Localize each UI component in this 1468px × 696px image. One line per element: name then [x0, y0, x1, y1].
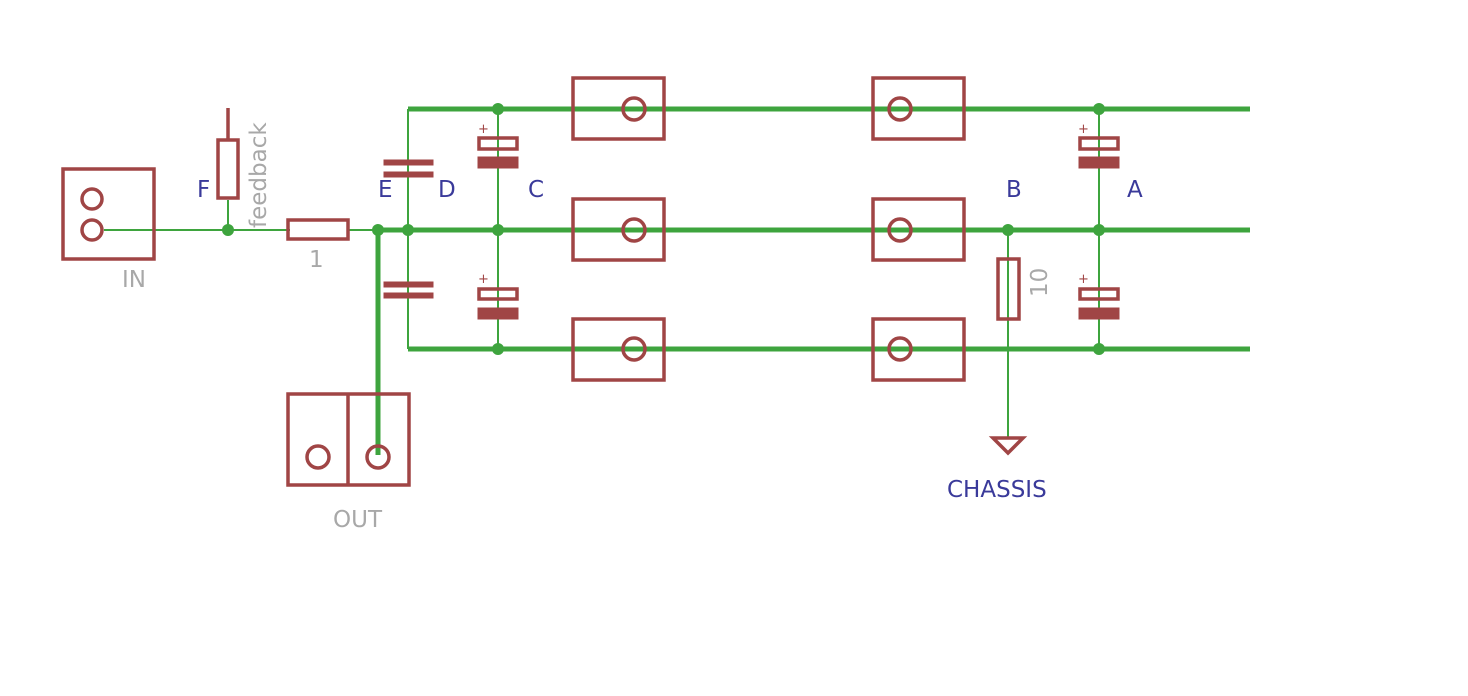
terminal-block-body	[871, 76, 966, 141]
terminal-block-body	[571, 197, 666, 262]
terminal-block-body	[871, 317, 966, 382]
terminal-block[interactable]	[871, 317, 966, 382]
terminal-block[interactable]	[871, 197, 966, 262]
cap-c-upper-plus-sign: +	[478, 122, 489, 137]
net-label-d: D	[438, 177, 456, 203]
net-label-f: F	[197, 177, 210, 203]
junction-dot	[492, 343, 504, 355]
labels: IN OUT 1 feedback 10 CHASSIS F E D C B A	[122, 122, 1143, 533]
input-connector[interactable]	[61, 167, 156, 261]
ground-resistor-value: 10	[1027, 268, 1053, 297]
terminal-block[interactable]	[871, 76, 966, 141]
terminal-block-body	[871, 197, 966, 262]
feedback-resistor-body	[216, 138, 240, 200]
net-label-e: E	[378, 177, 393, 203]
junction-dot	[222, 224, 234, 236]
terminal-pad[interactable]	[887, 217, 913, 243]
output-connector-label: OUT	[333, 507, 383, 533]
junction-dot	[492, 103, 504, 115]
cap-a-upper-negative-plate	[1078, 156, 1120, 169]
junction-dot	[1093, 224, 1105, 236]
terminal-block[interactable]	[571, 76, 666, 141]
feedback-resistor-label: feedback	[246, 122, 272, 228]
terminal-block[interactable]	[571, 317, 666, 382]
cap-c-upper-negative-plate	[477, 156, 519, 169]
terminal-pad[interactable]	[621, 96, 647, 122]
output-connector[interactable]	[286, 392, 411, 487]
series-resistor[interactable]	[286, 218, 350, 241]
electrolytic-capacitor-c-lower[interactable]: +	[477, 272, 519, 320]
junction-dot	[1002, 224, 1014, 236]
cap-c-lower-negative-plate	[477, 307, 519, 320]
terminal-blocks	[571, 76, 966, 382]
ground-resistor[interactable]	[996, 257, 1021, 321]
junction-dot	[1093, 343, 1105, 355]
terminal-block[interactable]	[571, 197, 666, 262]
cap-a-upper-plus-sign: +	[1078, 122, 1089, 137]
cap-c-lower-positive-plate	[477, 287, 519, 301]
terminal-pad[interactable]	[887, 96, 913, 122]
electrolytic-capacitor-a-upper[interactable]: +	[1078, 122, 1120, 169]
feedback-resistor[interactable]	[216, 108, 240, 200]
film-cap-upper-plate-1	[383, 159, 434, 166]
series-resistor-value: 1	[309, 247, 324, 273]
junction-dot	[372, 224, 384, 236]
terminal-block-body	[571, 76, 666, 141]
net-label-c: C	[528, 177, 544, 203]
junction-dot	[1093, 103, 1105, 115]
cap-a-lower-positive-plate	[1078, 287, 1120, 301]
input-pin-2[interactable]	[80, 218, 104, 242]
series-resistor-body	[286, 218, 350, 241]
cap-a-lower-plus-sign: +	[1078, 272, 1089, 287]
chassis-ground-symbol[interactable]	[988, 436, 1028, 456]
terminal-block-body	[571, 317, 666, 382]
output-pin-2[interactable]	[365, 444, 391, 470]
cap-c-upper-positive-plate	[477, 136, 519, 151]
input-connector-label: IN	[122, 267, 146, 293]
electrolytic-capacitor-c-upper[interactable]: +	[477, 122, 519, 169]
output-pin-1[interactable]	[305, 444, 331, 470]
input-connector-body	[61, 167, 156, 261]
cap-a-lower-negative-plate	[1078, 307, 1120, 320]
film-capacitor-lower[interactable]	[383, 281, 434, 299]
film-cap-lower-plate-2	[383, 292, 434, 299]
net-label-a: A	[1127, 177, 1143, 203]
film-cap-lower-plate-1	[383, 281, 434, 288]
cap-c-lower-plus-sign: +	[478, 272, 489, 287]
film-cap-upper-plate-2	[383, 171, 434, 178]
junction-dot	[402, 224, 414, 236]
junction-dot	[492, 224, 504, 236]
net-label-b: B	[1006, 177, 1022, 203]
film-capacitor-upper[interactable]	[383, 159, 434, 178]
chassis-label: CHASSIS	[947, 477, 1047, 503]
terminal-pad[interactable]	[621, 217, 647, 243]
junctions	[222, 103, 1105, 355]
input-pin-1[interactable]	[80, 187, 104, 211]
chassis-ground-triangle	[988, 436, 1028, 456]
terminal-pad[interactable]	[621, 336, 647, 362]
electrolytic-capacitor-a-lower[interactable]: +	[1078, 272, 1120, 320]
terminal-pad[interactable]	[887, 336, 913, 362]
cap-a-upper-positive-plate	[1078, 136, 1120, 151]
wires	[104, 106, 1250, 455]
ground-resistor-body	[996, 257, 1021, 321]
